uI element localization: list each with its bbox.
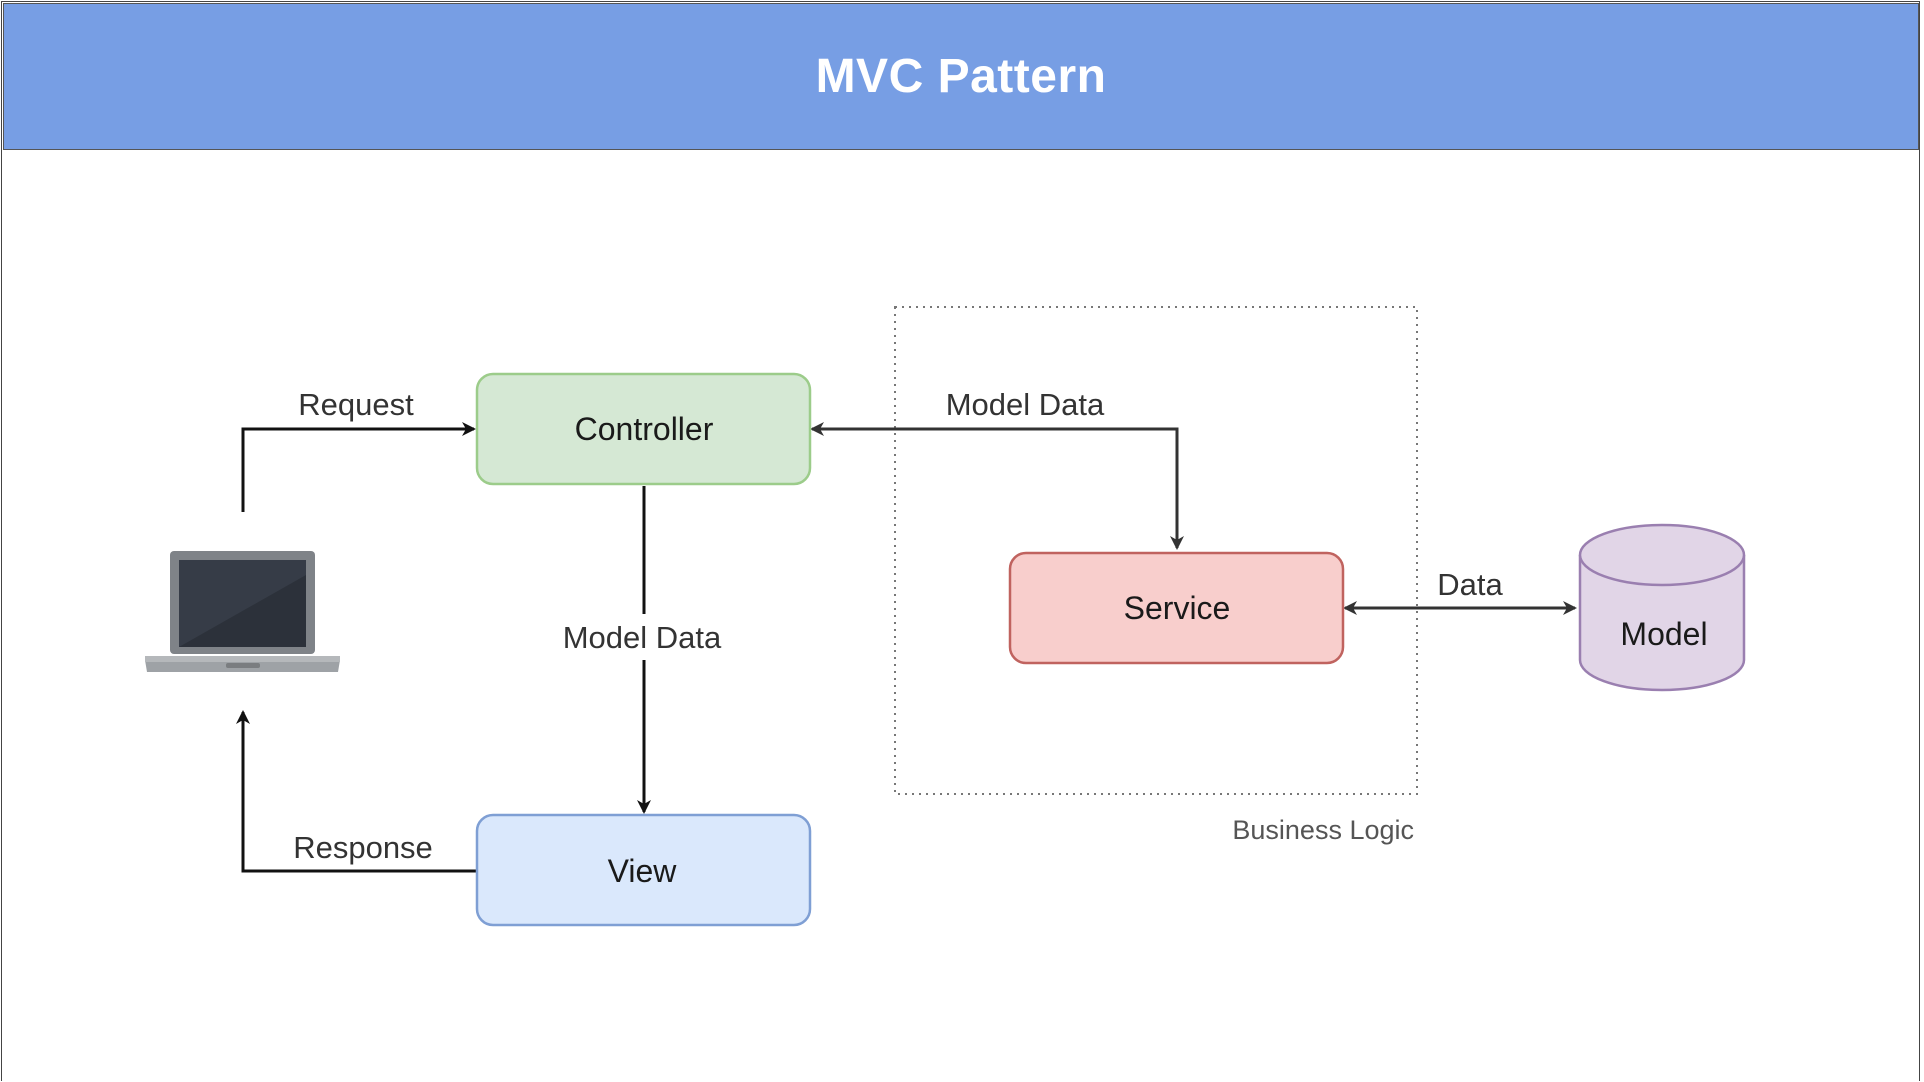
laptop-icon xyxy=(145,551,340,672)
controller-box xyxy=(475,372,812,486)
model-node[interactable]: Model xyxy=(1578,523,1746,692)
business-logic-label: Business Logic xyxy=(1232,815,1414,845)
request-edge-label: Request xyxy=(298,387,414,422)
controller-label: Controller xyxy=(575,411,714,447)
edge-label-backdrop xyxy=(552,614,736,660)
service-label: Service xyxy=(1124,590,1231,626)
service-model-edge-label: Data xyxy=(1437,567,1503,602)
view-box xyxy=(475,813,812,927)
business-logic-group xyxy=(894,306,1418,795)
view-node[interactable]: View xyxy=(475,813,812,927)
page-title: MVC Pattern xyxy=(815,50,1107,103)
model-cylinder-body xyxy=(1578,555,1746,692)
controller-node[interactable]: Controller xyxy=(475,372,812,486)
view-label: View xyxy=(608,853,678,889)
service-node[interactable]: Service xyxy=(1008,551,1345,665)
model-label: Model xyxy=(1620,616,1707,652)
controller-service-edge-label: Model Data xyxy=(946,387,1105,422)
laptop-notch xyxy=(226,663,260,668)
laptop-screen-shade xyxy=(179,575,306,647)
response-edge-label: Response xyxy=(293,830,433,865)
controller-to-view-edge-label: Model Data xyxy=(563,620,722,655)
controller-service-edge xyxy=(810,422,1184,550)
model-cylinder-top xyxy=(1578,523,1746,587)
title-banner: MVC Pattern xyxy=(3,3,1919,150)
service-box xyxy=(1008,551,1345,665)
response-edge xyxy=(236,710,477,873)
request-edge xyxy=(241,422,476,512)
laptop-hinge xyxy=(145,656,340,662)
